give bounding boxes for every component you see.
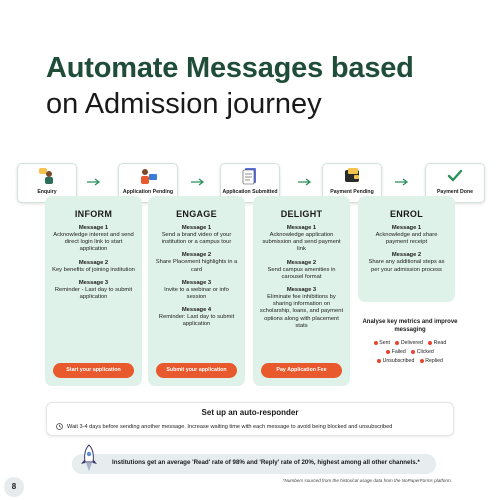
page-subtitle: on Admission journey <box>46 88 322 120</box>
arrow-right-icon <box>191 178 205 186</box>
stats-banner: Institutions get an average 'Read' rate … <box>72 454 436 474</box>
metric-read: Read <box>428 339 446 348</box>
column-enrol: ENROL Message 1 Acknowledge and share pa… <box>358 196 455 302</box>
metric-replied: Replied <box>419 357 443 366</box>
autoresponder-card: Set up an auto-responder Wait 3-4 days b… <box>46 402 454 436</box>
start-application-button[interactable]: Start your application <box>53 363 134 378</box>
column-title: INFORM <box>74 209 113 219</box>
metrics-legend: Sent Delivered Read Failed Clicked Unsub… <box>360 339 460 366</box>
status-dot-icon <box>386 349 391 354</box>
status-dot-icon <box>395 340 400 345</box>
clock-icon <box>56 423 63 430</box>
submit-application-button[interactable]: Submit your application <box>156 363 237 378</box>
column-title: ENROL <box>390 209 423 219</box>
arrow-right-icon <box>87 178 101 186</box>
column-inform: INFORM Message 1 Acknowledge interest an… <box>45 196 142 386</box>
person-thinking-icon <box>39 168 53 184</box>
metric-failed: Failed <box>386 348 406 357</box>
page-title: Automate Messages based <box>46 52 414 84</box>
metric-sent: Sent <box>373 339 390 348</box>
metric-unsubscribed: Unsubscribed <box>377 357 414 366</box>
column-delight: DELIGHT Message 1 Acknowledge applicatio… <box>253 196 350 386</box>
status-dot-icon <box>428 340 433 345</box>
status-dot-icon <box>411 349 416 354</box>
autoresponder-text: Wait 3-4 days before sending another mes… <box>67 423 393 430</box>
person-laptop-icon <box>141 169 157 184</box>
rocket-icon <box>81 444 97 471</box>
arrow-right-icon <box>298 178 312 186</box>
wallet-card-icon <box>345 168 359 182</box>
footnote: *Numbers sourced from the historical usa… <box>282 478 452 483</box>
metric-delivered: Delivered <box>395 339 423 348</box>
pay-application-fee-button[interactable]: Pay Application Fee <box>261 363 342 378</box>
metric-clicked: Clicked <box>411 348 434 357</box>
status-dot-icon <box>377 358 382 363</box>
status-dot-icon <box>419 358 424 363</box>
page-number: 8 <box>4 477 24 497</box>
checkmark-icon <box>447 169 463 182</box>
status-dot-icon <box>373 340 378 345</box>
column-title: DELIGHT <box>280 209 323 219</box>
column-engage: ENGAGE Message 1 Send a brand video of y… <box>148 196 245 386</box>
document-stack-icon <box>242 168 256 185</box>
column-title: ENGAGE <box>176 209 217 219</box>
arrow-right-icon <box>395 178 409 186</box>
metrics-panel: Analyse key metrics and improve messagin… <box>360 318 460 366</box>
